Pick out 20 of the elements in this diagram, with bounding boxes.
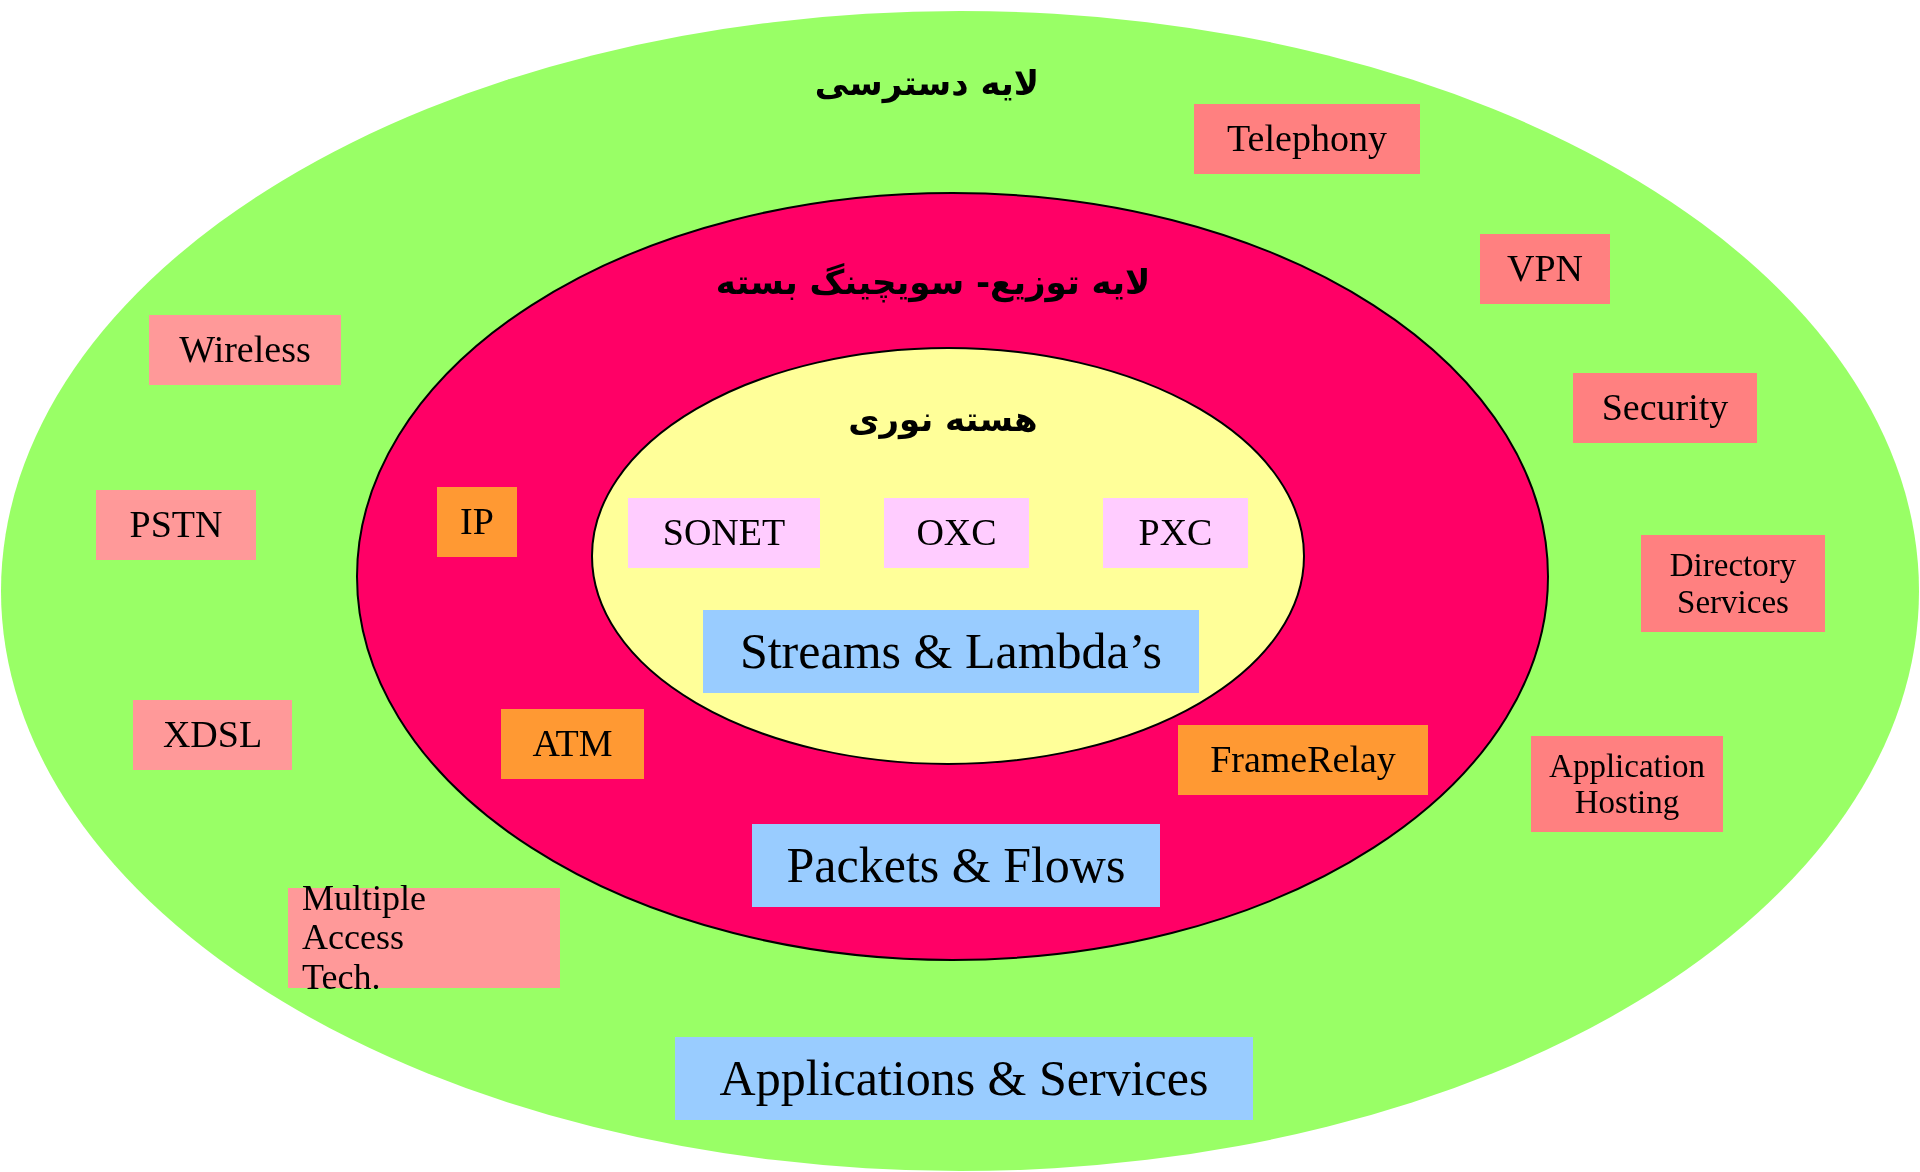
label-box: Packets & Flows xyxy=(752,824,1160,907)
label-box: XDSL xyxy=(133,700,292,770)
label-box: FrameRelay xyxy=(1178,725,1428,795)
label-box: Applications & Services xyxy=(675,1037,1253,1120)
label-box: PSTN xyxy=(96,490,256,560)
label-box: Wireless xyxy=(149,315,341,385)
label-box: Directory Services xyxy=(1641,535,1825,632)
label-box: ATM xyxy=(501,709,644,779)
label-box: Security xyxy=(1573,373,1757,443)
layer-title: هسته نوری xyxy=(848,399,1038,439)
layer-title: لایه توزیع- سویچینگ بسته xyxy=(715,262,1151,302)
label-box: SONET xyxy=(628,498,820,568)
label-box: Application Hosting xyxy=(1531,736,1723,832)
label-box: OXC xyxy=(884,498,1029,568)
label-box: VPN xyxy=(1480,234,1610,304)
label-box: IP xyxy=(437,487,517,557)
label-box: Telephony xyxy=(1194,104,1420,174)
label-box: PXC xyxy=(1103,498,1248,568)
label-box: Streams & Lambda’s xyxy=(703,610,1199,693)
layer-title: لایه دسترسی xyxy=(814,63,1040,103)
